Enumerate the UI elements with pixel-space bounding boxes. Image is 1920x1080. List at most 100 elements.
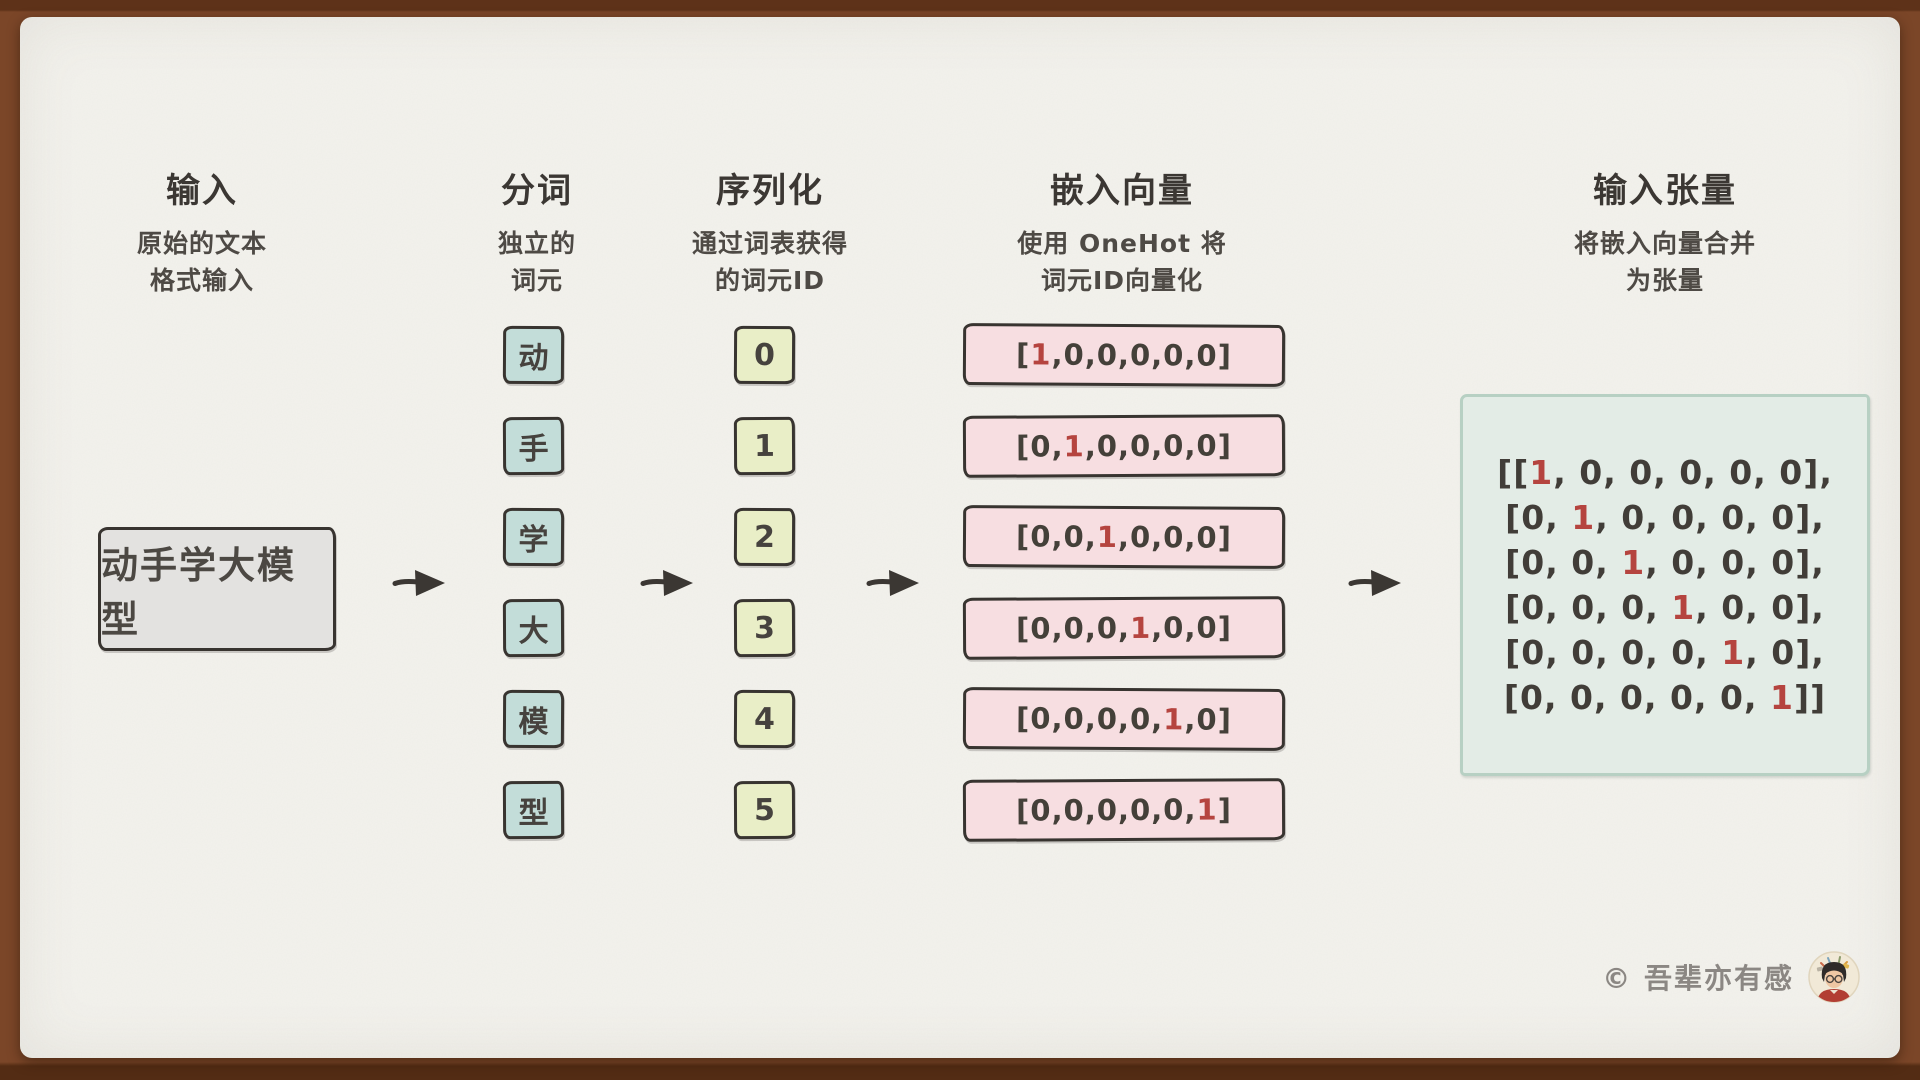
zero-value: 0 [1196,702,1218,737]
zero-value: 0 [1521,633,1546,672]
one-value: 1 [1769,678,1794,717]
author-avatar-icon [1808,951,1860,1003]
column-title: 嵌入向量 [1050,171,1194,211]
input-text-box: 动手学大模型 [98,527,336,651]
zero-value: 0 [1163,428,1185,463]
one-value: 1 [1196,792,1218,827]
tensor-matrix-row: [0, 0, 0, 1, 0, 0], [1505,588,1825,627]
subtitle-line: 将嵌入向量合并 [1573,229,1756,258]
zero-value: 0 [1129,520,1152,555]
tensor-matrix-row: [0, 0, 0, 0, 1, 0], [1505,633,1825,672]
input-text: 动手学大模型 [101,544,296,641]
zero-value: 0 [1671,633,1696,672]
zero-value: 0 [1096,793,1119,828]
zero-value: 0 [1030,519,1052,554]
column-header-embedding: 嵌入向量 使用 OneHot 将 词元ID向量化 [932,163,1312,299]
zero-value: 0 [1129,792,1152,827]
zero-value: 0 [1771,543,1796,582]
zero-value: 0 [1196,428,1218,463]
subtitle-line: 词元ID向量化 [1040,266,1204,295]
arrow-right-icon [866,570,919,596]
zero-value: 0 [1196,338,1218,373]
zero-value: 0 [1030,611,1052,646]
subtitle-line: 为张量 [1625,266,1704,295]
token-box: 模 [502,689,565,749]
zero-value: 0 [1096,429,1119,464]
token-box: 动 [502,325,565,385]
subtitle-line: 的词元ID [714,266,826,295]
token-id-box: 1 [733,416,796,476]
zero-value: 0 [1063,793,1085,828]
zero-value: 0 [1579,453,1604,492]
arrow-right-icon [392,570,445,596]
zero-value: 0 [1669,678,1694,717]
zero-value: 0 [1671,543,1696,582]
zero-value: 0 [1721,543,1746,582]
column-title: 输入张量 [1593,171,1737,211]
zero-value: 0 [1521,498,1546,537]
one-value: 1 [1030,337,1052,372]
column-subtitle: 将嵌入向量合并 为张量 [1475,225,1855,299]
zero-value: 0 [1679,453,1704,492]
one-value: 1 [1529,453,1554,492]
one-value: 1 [1621,543,1646,582]
tensor-matrix: [[1, 0, 0, 0, 0, 0],[0, 1, 0, 0, 0, 0],[… [1497,450,1833,720]
zero-value: 0 [1629,453,1654,492]
copyright-text: © 吾辈亦有感 [1602,962,1794,995]
zero-value: 0 [1771,588,1796,627]
tensor-box: [[1, 0, 0, 0, 0, 0],[0, 1, 0, 0, 0, 0],[… [1460,394,1870,776]
zero-value: 0 [1063,519,1085,554]
token-box: 大 [502,598,565,658]
zero-value: 0 [1671,498,1696,537]
column-subtitle: 原始的文本 格式输入 [20,225,392,299]
zero-value: 0 [1196,520,1218,555]
token-column: 动手学大模型 [502,325,565,840]
subtitle-line: 使用 OneHot 将 [1017,229,1227,258]
onehot-vector-box: [1, 0, 0, 0, 0, 0] [962,323,1286,387]
zero-value: 0 [1063,611,1085,646]
zero-value: 0 [1771,633,1796,672]
subtitle-line: 格式输入 [149,266,254,295]
watermark: © 吾辈亦有感 [1580,951,1860,1003]
token-box: 手 [502,416,565,476]
token-box: 型 [502,780,565,840]
column-title: 分词 [501,171,573,211]
tensor-matrix-row: [0, 1, 0, 0, 0, 0], [1505,498,1825,537]
token-id-box: 3 [733,598,796,658]
one-value: 1 [1063,429,1085,464]
token-box: 学 [502,507,565,567]
one-value: 1 [1671,588,1696,627]
column-subtitle: 通过词表获得 的词元ID [580,225,960,299]
tensor-matrix-row: [0, 0, 1, 0, 0, 0], [1505,543,1825,582]
zero-value: 0 [1621,498,1646,537]
token-id-box: 5 [733,780,796,840]
zero-value: 0 [1521,588,1546,627]
zero-value: 0 [1129,338,1152,373]
zero-value: 0 [1621,588,1646,627]
column-header-input: 输入 原始的文本 格式输入 [20,163,392,299]
zero-value: 0 [1063,337,1085,372]
subtitle-line: 原始的文本 [136,229,267,258]
column-header-tokenize: 分词 独立的 词元 [347,163,727,299]
zero-value: 0 [1163,520,1185,555]
onehot-vector-box: [0, 0, 0, 0, 1, 0] [962,687,1286,751]
one-value: 1 [1571,498,1596,537]
one-value: 1 [1129,610,1152,645]
onehot-vector-box: [0, 0, 1, 0, 0, 0] [962,505,1286,569]
onehot-vector-box: [0, 0, 0, 0, 0, 1] [962,778,1286,842]
zero-value: 0 [1063,701,1085,736]
zero-value: 0 [1729,453,1754,492]
token-id-box: 0 [733,325,796,385]
zero-value: 0 [1721,588,1746,627]
arrow-right-icon [1348,570,1401,596]
column-title: 序列化 [716,171,824,211]
zero-value: 0 [1096,337,1119,372]
zero-value: 0 [1096,611,1119,646]
one-value: 1 [1721,633,1746,672]
zero-value: 0 [1721,498,1746,537]
zero-value: 0 [1619,678,1644,717]
zero-value: 0 [1196,610,1218,645]
subtitle-line: 通过词表获得 [691,229,848,258]
zero-value: 0 [1163,338,1185,373]
